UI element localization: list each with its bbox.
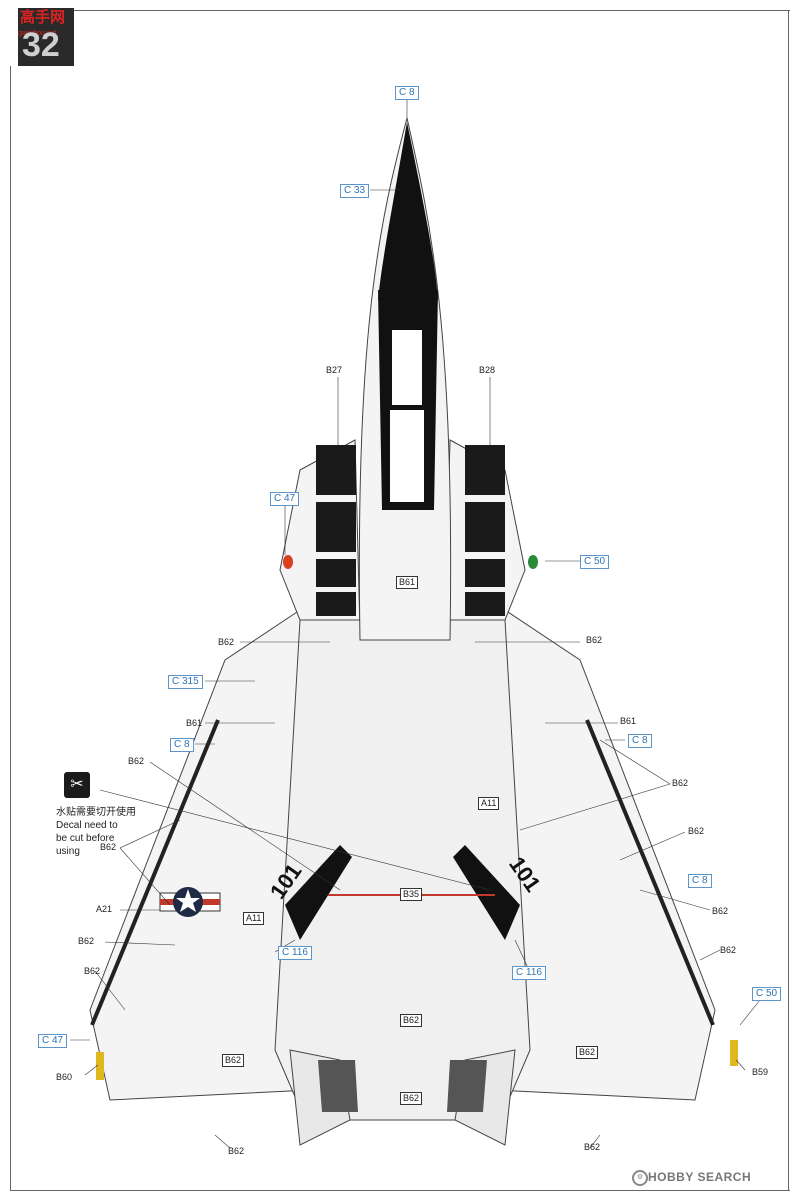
- callout-b62-left-bottom: B62: [228, 1146, 245, 1156]
- note-chinese: 水贴需要切开使用: [56, 807, 136, 818]
- page-corner-badge: 高手网 gaoshou.net 32: [18, 8, 74, 66]
- note-english-line1: Decal need to: [56, 820, 118, 831]
- callout-c8-right: C 8: [628, 734, 652, 748]
- right-black-flap-panel: [453, 845, 520, 940]
- frame-right: [788, 10, 789, 1190]
- callout-c8-right-wing: C 8: [688, 874, 712, 888]
- hobby-search-logo-icon: ⚙: [632, 1170, 648, 1186]
- center-body: [274, 619, 531, 1121]
- left-tip-marking: [96, 1052, 104, 1080]
- callout-c8-nose: C 8: [395, 86, 419, 100]
- callout-b62-right: B62: [586, 635, 603, 645]
- callout-b62-center-1: B62: [400, 1014, 423, 1027]
- callout-a11-left: A11: [243, 912, 265, 925]
- callout-b62-center-2: B62: [400, 1092, 423, 1105]
- right-wing-leading-edge: [585, 719, 715, 1026]
- callout-b62-right-wing-1: B62: [672, 778, 689, 788]
- callout-b61-left: B61: [186, 718, 203, 728]
- callout-b62-right-wing-4: B62: [720, 945, 737, 955]
- callout-b62-right-wing-5: B62: [576, 1046, 599, 1059]
- note-english-line2: be cut before: [56, 833, 115, 844]
- frame-top: [74, 10, 790, 11]
- callout-c116-right: C 116: [512, 966, 546, 980]
- callout-b62-left-wing-4: B62: [84, 966, 101, 976]
- page-number: 32: [22, 26, 60, 64]
- scissors-cut-icon: ✂: [64, 772, 90, 798]
- nose-black-panel: [378, 122, 438, 300]
- right-black-blocks: [465, 445, 505, 616]
- callout-c33: C 33: [340, 184, 370, 198]
- callout-c47-bottom: C 47: [38, 1034, 68, 1048]
- callout-b62-right-wing-2: B62: [688, 826, 705, 836]
- note-english-line3: using: [56, 846, 80, 857]
- callout-b60: B60: [56, 1072, 73, 1082]
- canopy-glass-front: [392, 330, 422, 405]
- callout-b28: B28: [479, 365, 496, 375]
- callout-b62-left: B62: [218, 637, 235, 647]
- callout-a11-right: A11: [478, 797, 500, 810]
- callout-b59: B59: [752, 1067, 769, 1077]
- callout-b62-right-wing-3: B62: [712, 906, 729, 916]
- callout-b62-left-wing-5: B62: [222, 1054, 245, 1067]
- callout-c8-left: C 8: [170, 738, 194, 752]
- right-tip-marking: [730, 1040, 738, 1066]
- watermark-url: gaoshou.net: [18, 30, 57, 37]
- callout-b27: B27: [326, 365, 343, 375]
- left-engine-nozzle: [318, 1060, 358, 1112]
- callout-b62-right-bottom: B62: [584, 1142, 601, 1152]
- callout-a21: A21: [96, 904, 113, 914]
- callout-b61-right: B61: [620, 716, 637, 726]
- watermark-logo: 高手网: [20, 8, 66, 26]
- brand-watermark: HOBBY SEARCH: [648, 1170, 752, 1184]
- canopy-glass-rear: [390, 410, 424, 502]
- callout-c116-left: C 116: [278, 946, 312, 960]
- callout-c47-top: C 47: [270, 492, 300, 506]
- left-black-blocks: [316, 445, 356, 616]
- left-wing-leading-edge: [90, 719, 220, 1026]
- callout-b35: B35: [400, 888, 423, 901]
- callout-b61-center: B61: [396, 576, 419, 589]
- frame-left: [10, 66, 11, 1190]
- green-nav-light: [528, 555, 538, 569]
- frame-bottom: [10, 1190, 790, 1191]
- callout-b62-left-wing-3: B62: [78, 936, 95, 946]
- left-black-flap-panel: [285, 845, 352, 940]
- decal-cut-note: 水贴需要切开使用 Decal need to be cut before usi…: [56, 806, 146, 858]
- callout-c50-bottom: C 50: [752, 987, 782, 1001]
- callout-c50-right: C 50: [580, 555, 610, 569]
- red-nav-light: [283, 555, 293, 569]
- right-engine-nozzle: [447, 1060, 487, 1112]
- national-insignia: [159, 887, 221, 917]
- callout-b62-left-wing-2: B62: [100, 842, 117, 852]
- callout-c315: C 315: [168, 675, 203, 689]
- callout-b62-left-wing-1: B62: [128, 756, 145, 766]
